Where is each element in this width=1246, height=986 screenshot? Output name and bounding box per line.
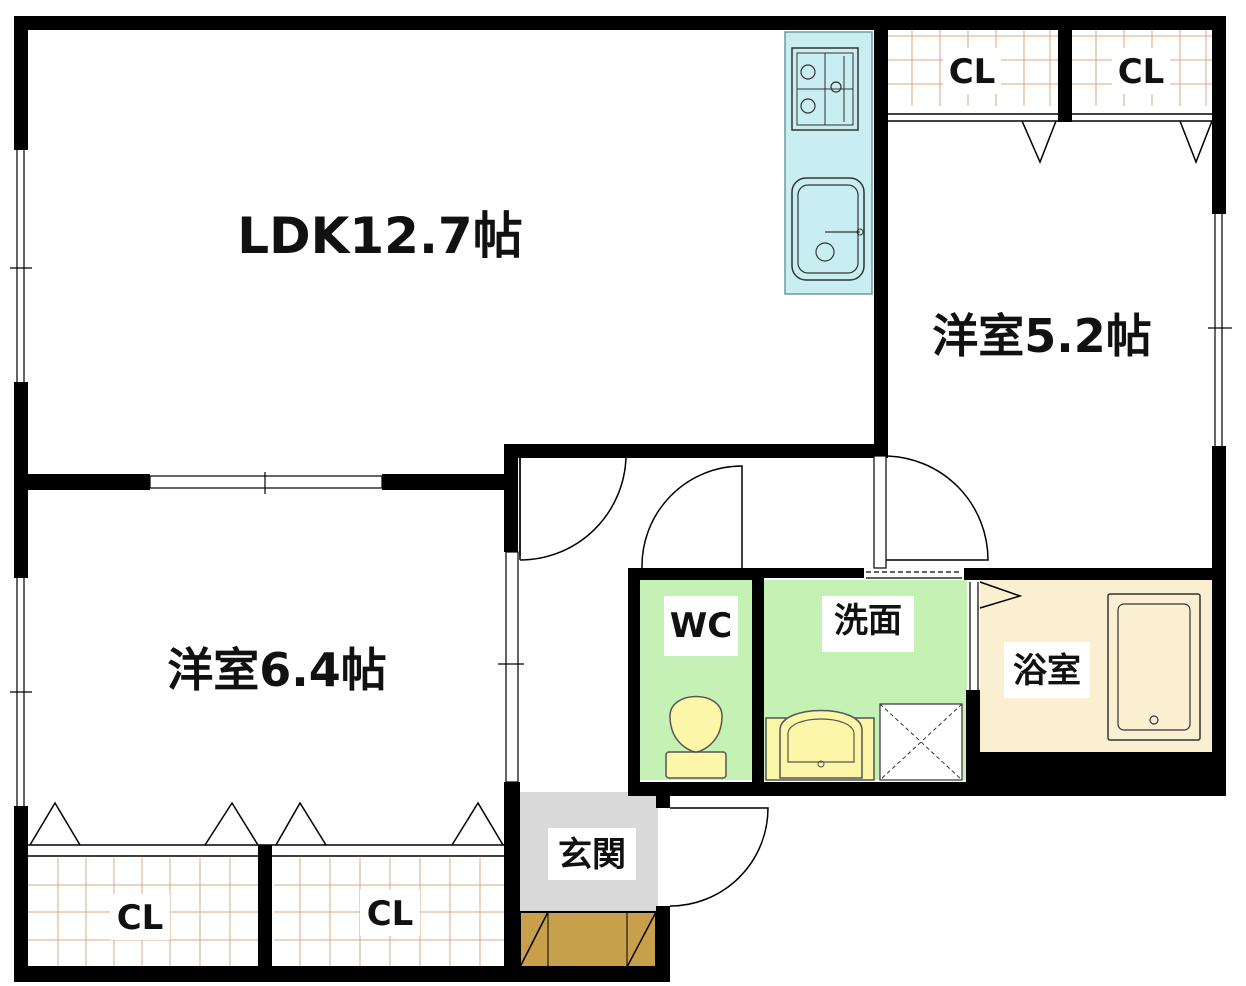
- door-entrance: [669, 807, 769, 907]
- folding-door-mark: [1021, 120, 1057, 164]
- folding-door-mark: [204, 801, 259, 846]
- folding-door-mark: [29, 801, 81, 846]
- door-wc: [641, 465, 743, 569]
- bath-label: 浴室: [1013, 651, 1081, 691]
- folding-door-mark: [1179, 120, 1213, 165]
- window-north-bedroom-east: [1208, 214, 1232, 446]
- bath-label-bg: [1004, 642, 1090, 698]
- kitchen-sink-icon: [791, 177, 865, 281]
- walls: [14, 16, 1226, 982]
- ldk-label: LDK12.7帖: [237, 207, 522, 265]
- shoe-box-line: [626, 911, 657, 968]
- closet-label: CL: [367, 894, 414, 934]
- window-ldk-west: [10, 150, 32, 382]
- folding-door-mark: [451, 801, 504, 846]
- closet-label: CL: [117, 898, 164, 938]
- door-north-bedroom: [885, 455, 989, 561]
- folding-door-mark: [275, 801, 327, 846]
- closet-label-bg: [110, 894, 170, 940]
- door-bath: [979, 581, 1023, 609]
- washer-space-icon: [879, 703, 963, 781]
- window-west-bedroom: [10, 578, 32, 806]
- shoe-box: [519, 911, 657, 968]
- bedroom-west-label: 洋室6.4帖: [167, 643, 387, 697]
- wc-label-bg: [664, 596, 738, 656]
- shoe-box-line: [519, 911, 549, 968]
- door-hall-ldk: [519, 455, 627, 561]
- entrance-label-bg: [548, 828, 636, 880]
- wash-basin-icon: [765, 709, 875, 781]
- wc-label: WC: [670, 606, 732, 646]
- closet-grid-sw2: [274, 858, 505, 966]
- closet-label: CL: [1118, 52, 1165, 92]
- washroom-label-bg: [822, 596, 914, 652]
- closet-label-bg: [1112, 48, 1170, 94]
- closet-label-bg: [943, 48, 1001, 94]
- stove-icon: [791, 47, 859, 131]
- closet-label-bg: [360, 890, 420, 936]
- bedroom-north-label: 洋室5.2帖: [932, 309, 1152, 363]
- entrance-label: 玄関: [558, 835, 626, 875]
- washroom-label: 洗面: [834, 601, 902, 641]
- toilet-icon: [665, 695, 727, 779]
- closet-label: CL: [949, 52, 996, 92]
- bathtub-icon: [1107, 593, 1201, 741]
